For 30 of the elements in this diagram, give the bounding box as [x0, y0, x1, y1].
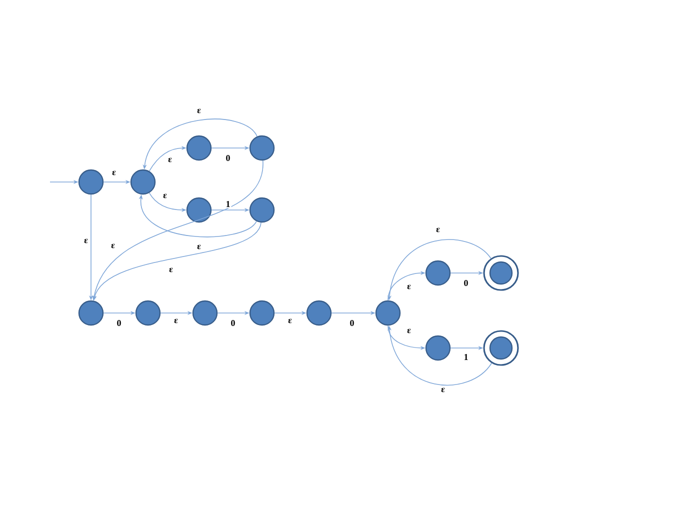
state-circle: [249, 300, 275, 326]
state-circle: [425, 260, 451, 286]
edge-label: ε: [110, 242, 116, 250]
state-circle: [425, 335, 451, 361]
edge-label: ε: [162, 192, 168, 200]
edge-label: ε: [406, 328, 412, 334]
state-circle: [249, 135, 275, 161]
edge-label: ε: [111, 170, 117, 176]
state-circle: [186, 197, 212, 223]
edge-label: ε: [196, 244, 202, 250]
edge-label: ε: [435, 226, 441, 234]
edge-label: ε: [287, 318, 293, 324]
state-circle: [306, 300, 332, 326]
edge-label: ε: [406, 284, 412, 290]
state-circle: [192, 300, 218, 326]
accept-state: [483, 255, 519, 291]
state-circle: [130, 169, 156, 195]
state-circle: [135, 300, 161, 326]
state-circle: [186, 135, 212, 161]
accept-state: [483, 330, 519, 366]
edge-label: ε: [83, 238, 89, 244]
edge-label: ε: [167, 156, 173, 164]
edge-label: ε: [173, 318, 179, 324]
edge-label: ε: [196, 108, 202, 114]
edge-label: ε: [168, 266, 174, 274]
state-circle: [249, 197, 275, 223]
edge-label: ε: [440, 386, 446, 394]
state-circle: [78, 300, 104, 326]
state-circle: [375, 300, 401, 326]
state-circle: [78, 169, 104, 195]
